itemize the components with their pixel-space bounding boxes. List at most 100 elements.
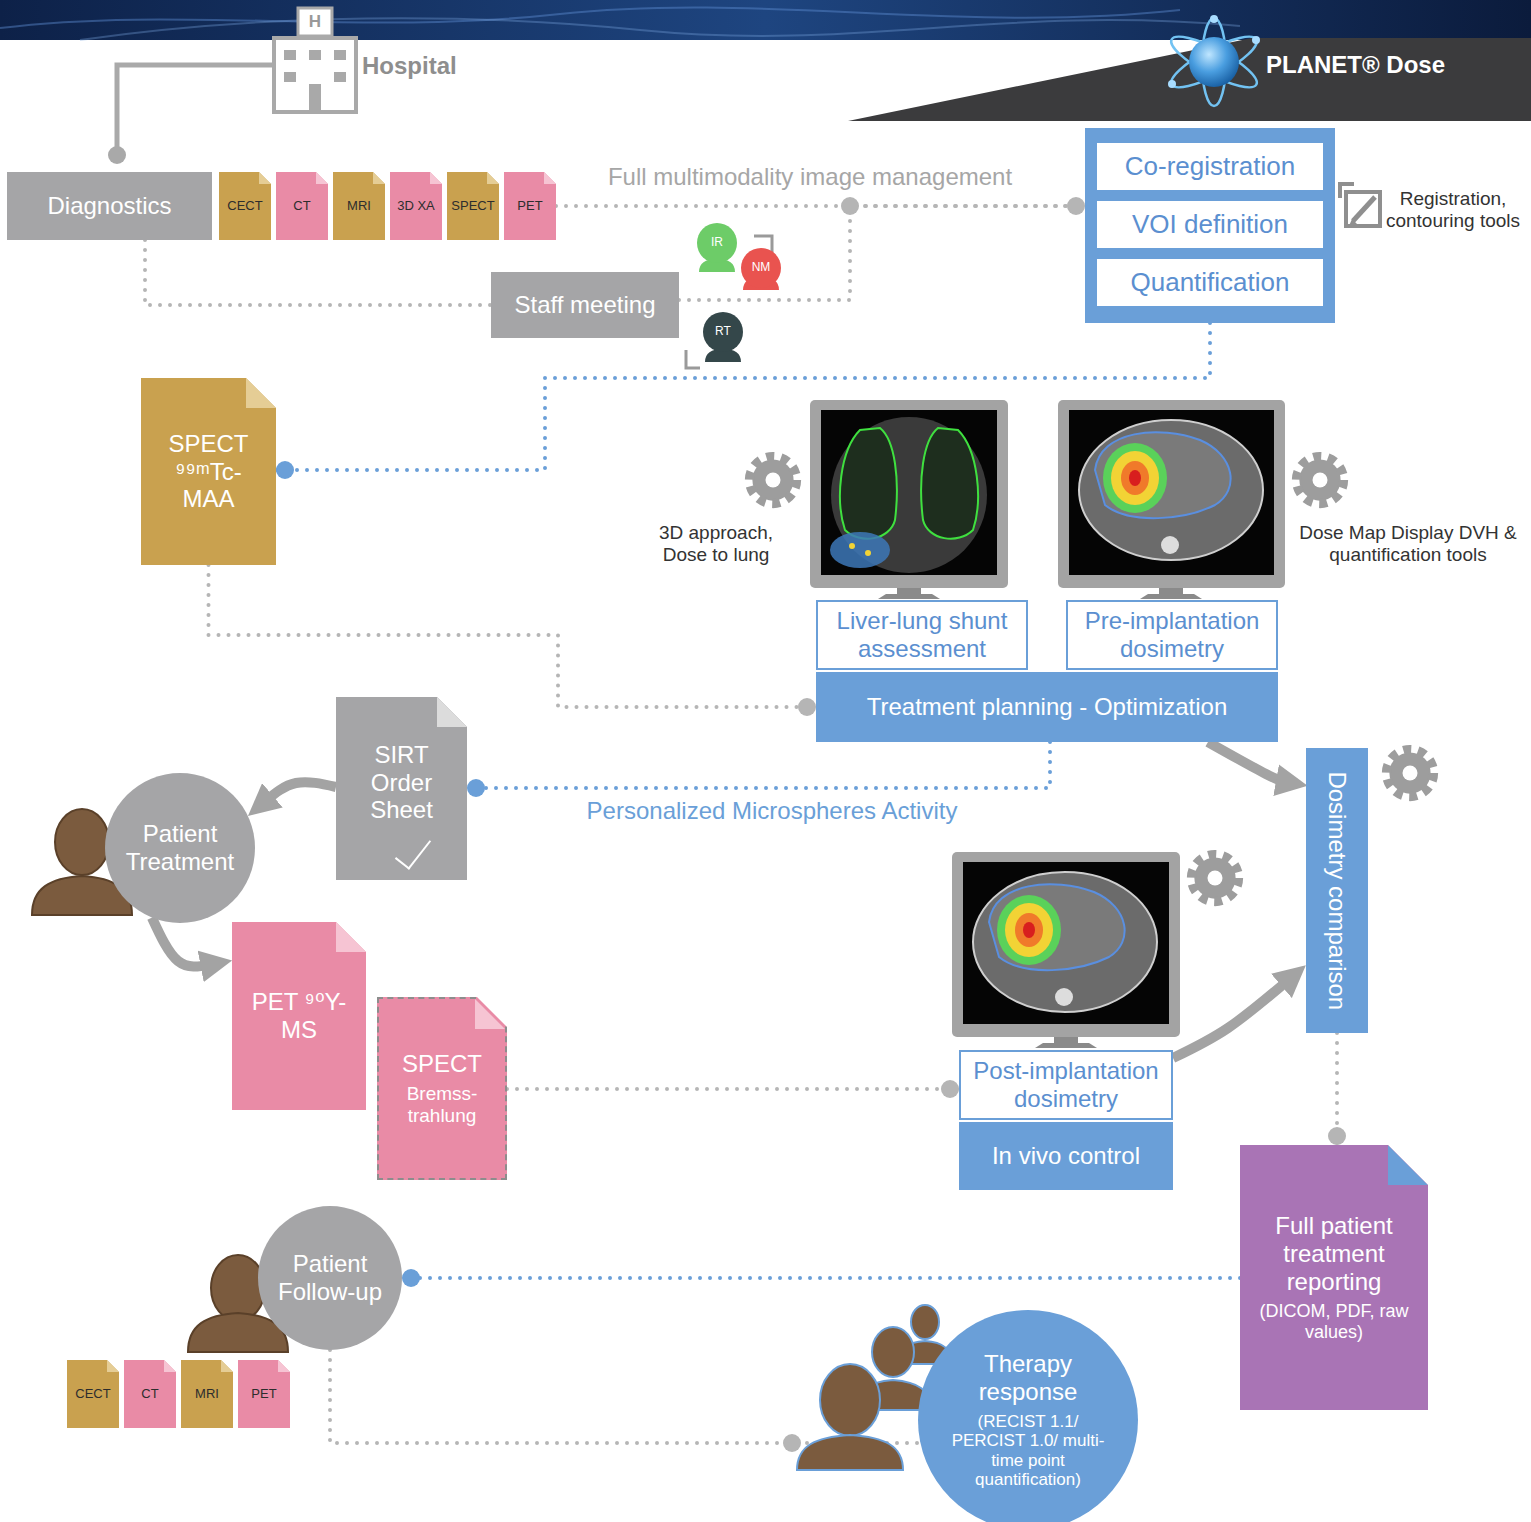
monitor (952, 852, 1180, 1037)
monitor (810, 400, 1008, 588)
image-file: CECT (219, 172, 271, 240)
hospital-door (309, 84, 321, 110)
node-text: SPECT ⁹⁹ᵐTc-MAA (157, 430, 261, 513)
node-text: Therapy response (946, 1350, 1110, 1405)
text-group: SPECT (449, 199, 497, 214)
dotted-connector (276, 323, 1210, 470)
dotted-connector (209, 565, 817, 707)
text-group: CECT (69, 1387, 117, 1402)
node-text: 3D XA (392, 199, 440, 214)
text-group: Patient Treatment (119, 820, 241, 875)
node-text: VOI definition (1103, 210, 1317, 240)
logo-orbit (1166, 28, 1263, 96)
header-texture (80, 18, 1240, 40)
hospital-sign (298, 8, 332, 36)
liver-uptake (830, 532, 890, 568)
end-dot (276, 461, 294, 479)
tool-caption: Registration, contouring tools (1384, 188, 1522, 232)
link-dot (108, 146, 126, 164)
text-group: Patient Follow-up (269, 1250, 391, 1305)
scan-document: SPECT Bremss-trahlung (377, 997, 507, 1180)
node-text: Co-registration (1103, 152, 1317, 182)
staff-icon: IR (697, 223, 737, 263)
report-document: Full patient treatment reporting(DICOM, … (1240, 1145, 1428, 1410)
function-box: VOI definition (1097, 201, 1323, 248)
monitor-stand (1159, 588, 1183, 594)
dotted-connector (402, 1276, 1240, 1280)
staff-icon: RT (703, 312, 743, 352)
patient-circle: Patient Treatment (105, 773, 255, 923)
tool-caption: 3D approach, Dose to lung (636, 522, 796, 566)
text-group: In vivo control (965, 1142, 1167, 1170)
bracket (686, 350, 700, 368)
edge-label: Full multimodality image management (604, 163, 1016, 191)
node-text: (DICOM, PDF, raw values) (1259, 1301, 1409, 1342)
node-text: CT (278, 199, 326, 214)
node-text: Treatment planning - Optimization (822, 693, 1272, 721)
text-group: Full patient treatment reporting(DICOM, … (1259, 1212, 1409, 1342)
text-group: 3D XA (392, 199, 440, 214)
image-file: SPECT (447, 172, 499, 240)
text-group: Post-implantation dosimetry (965, 1057, 1167, 1112)
text-group: Diagnostics (13, 192, 206, 220)
dose-image (1079, 420, 1263, 560)
end-dot (783, 1434, 801, 1452)
hospital-window (284, 72, 296, 82)
gear-icon (750, 457, 797, 504)
node-text: MRI (183, 1387, 231, 1402)
group-silhouette (872, 1327, 914, 1377)
tool-icon (1346, 192, 1380, 226)
node-text: PET (240, 1387, 288, 1402)
tool-caption: Dose Map Display DVH & quantification to… (1291, 522, 1525, 566)
node-text: PET (506, 199, 554, 214)
response-circle: Therapy response (RECIST 1.1/ PERCIST 1.0… (918, 1310, 1138, 1522)
group-silhouette (820, 1364, 880, 1436)
image-file: CT (124, 1360, 176, 1428)
text-group: CT (126, 1387, 174, 1402)
function-box: Co-registration (1097, 143, 1323, 190)
scan-document: PET ⁹⁰Y-MS (232, 922, 366, 1110)
text-group: IR (704, 236, 730, 250)
dotted-connector (145, 240, 491, 305)
image-file: MRI (181, 1360, 233, 1428)
uptake-spot (849, 543, 855, 549)
text-group: PET (506, 199, 554, 214)
node-text: Patient Treatment (119, 820, 241, 875)
text-group: Dosimetry comparison (1323, 758, 1351, 1023)
node-text: CECT (69, 1387, 117, 1402)
scan-document: SPECT ⁹⁹ᵐTc-MAA (141, 378, 276, 565)
hospital-link (117, 65, 272, 150)
logo-globe (1189, 37, 1239, 87)
node-text: SPECT (390, 1050, 494, 1078)
gear-icon (1387, 750, 1434, 797)
text-group: Pre-implantation dosimetry (1072, 607, 1272, 662)
node-text: (RECIST 1.1/ PERCIST 1.0/ multi-time poi… (946, 1412, 1110, 1490)
monitor-stand (897, 588, 921, 594)
text-group: NM (748, 261, 774, 275)
node-text: RT (710, 325, 736, 339)
hospital-window (334, 72, 346, 82)
text-group: PET ⁹⁰Y-MS (247, 988, 351, 1043)
text-group: Treatment planning - Optimization (822, 693, 1272, 721)
end-dot (467, 779, 485, 797)
patient-silhouette (211, 1255, 265, 1321)
chest-image (831, 417, 987, 573)
end-dot (1328, 1127, 1346, 1145)
meeting-box: Staff meeting (491, 272, 679, 338)
node-text: Staff meeting (497, 291, 673, 319)
node-text: NM (748, 261, 774, 275)
tool-icon (1348, 219, 1357, 228)
text-group: MRI (183, 1387, 231, 1402)
dose-image (973, 872, 1157, 1012)
node-text: Liver-lung shunt assessment (822, 607, 1022, 662)
logo-electron (1210, 15, 1218, 23)
text-group: SPECT Bremss-trahlung (390, 1050, 494, 1127)
flow-arrow (1173, 980, 1289, 1058)
dotted-connector (467, 742, 1050, 788)
node-text: Patient Follow-up (269, 1250, 391, 1305)
node-text: CT (126, 1387, 174, 1402)
logo-electron (1252, 36, 1260, 44)
node-text: IR (704, 236, 730, 250)
node-text: Bremss-trahlung (390, 1083, 494, 1127)
